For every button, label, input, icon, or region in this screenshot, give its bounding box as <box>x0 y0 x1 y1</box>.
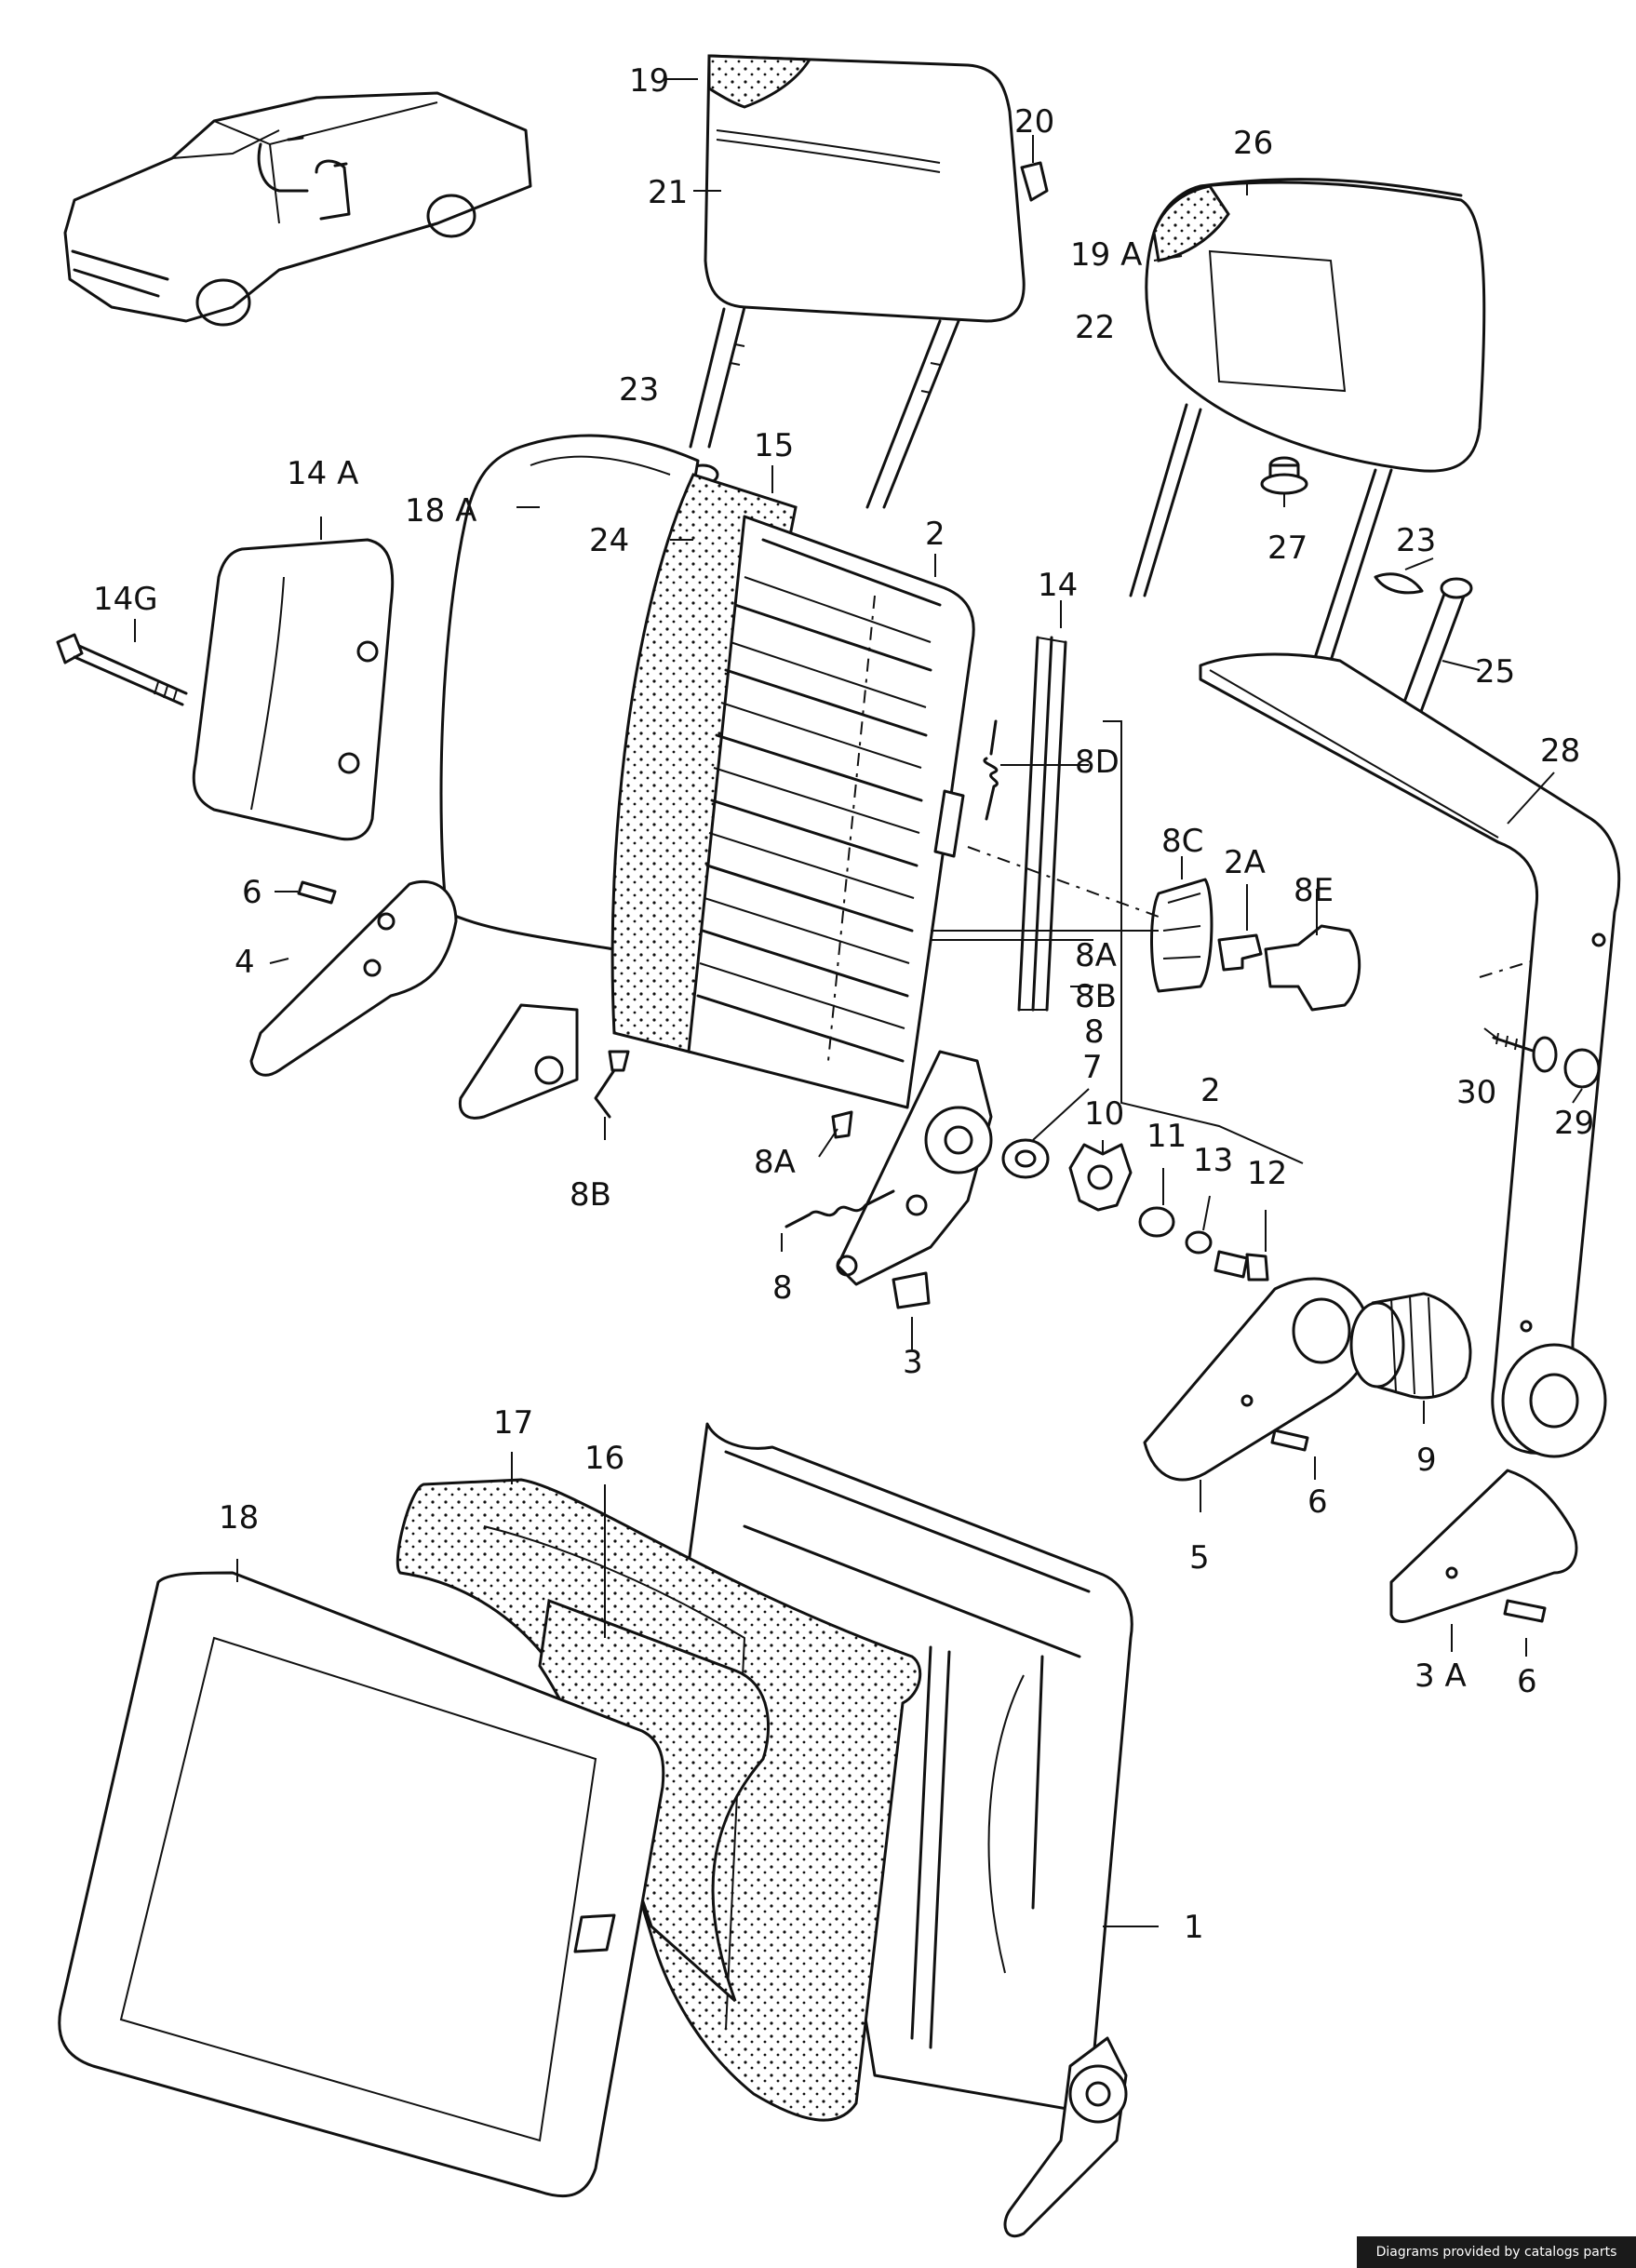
gear-10 <box>1068 1143 1133 1212</box>
label-8D: 8D <box>1075 744 1120 781</box>
label-8-upper: 8 <box>1084 1013 1105 1051</box>
clip-20 <box>1020 161 1049 202</box>
label-19A: 19 A <box>1070 236 1142 274</box>
headrest-21 <box>689 54 1026 509</box>
spring-8-lower <box>784 1189 895 1228</box>
pin-6a <box>297 880 337 905</box>
label-19: 19 <box>629 62 669 100</box>
label-6-bottom: 6 <box>1517 1663 1537 1700</box>
label-20: 20 <box>1014 103 1054 141</box>
cap-27 <box>1260 456 1308 495</box>
knob-9 <box>1349 1292 1472 1400</box>
label-16: 16 <box>584 1440 624 1477</box>
label-29: 29 <box>1554 1105 1594 1142</box>
label-13: 13 <box>1193 1142 1233 1179</box>
label-2-top: 2 <box>925 516 945 553</box>
label-14G: 14G <box>93 581 158 618</box>
label-23-left: 23 <box>619 371 659 409</box>
label-3A: 3 A <box>1415 1657 1467 1695</box>
pin-6c <box>1503 1599 1547 1623</box>
label-2-mid: 2 <box>1200 1072 1221 1109</box>
clip-8A-lower <box>831 1110 853 1139</box>
part-8C <box>1150 878 1214 993</box>
label-8C: 8C <box>1161 823 1203 860</box>
label-14A: 14 A <box>287 455 358 492</box>
hinge-lower-left <box>458 1003 579 1120</box>
label-6-mid: 6 <box>1307 1483 1328 1521</box>
backrest-frame-2 <box>687 515 975 1109</box>
bracket-3A <box>1389 1469 1578 1623</box>
label-26: 26 <box>1233 125 1273 162</box>
label-8-lower: 8 <box>772 1269 793 1307</box>
cover-5 <box>1143 1277 1371 1482</box>
lever-8E <box>1264 924 1361 1012</box>
label-22: 22 <box>1075 309 1115 346</box>
label-4: 4 <box>235 944 255 981</box>
seat-frame-1 <box>687 1422 1133 2237</box>
bracket-4 <box>249 879 458 1077</box>
label-8A-upper: 8A <box>1075 937 1117 974</box>
label-12: 12 <box>1247 1155 1287 1192</box>
label-8B-lower: 8B <box>570 1176 611 1214</box>
label-14: 14 <box>1038 567 1078 604</box>
label-18: 18 <box>219 1499 259 1537</box>
label-3: 3 <box>903 1344 923 1381</box>
clip-3 <box>892 1271 931 1309</box>
label-24: 24 <box>589 522 629 559</box>
label-27: 27 <box>1267 530 1307 567</box>
recliner-mechanism <box>836 1050 993 1286</box>
label-7: 7 <box>1082 1049 1103 1086</box>
label-5: 5 <box>1189 1539 1210 1577</box>
cover-14A <box>192 538 395 841</box>
label-23-right: 23 <box>1396 522 1436 559</box>
bolt-12 <box>1214 1250 1269 1282</box>
headrest-22 <box>1129 178 1486 663</box>
label-25: 25 <box>1475 653 1515 691</box>
label-28: 28 <box>1540 732 1580 770</box>
washer-7 <box>1001 1138 1050 1179</box>
spring-8D <box>983 719 999 821</box>
label-9: 9 <box>1416 1442 1437 1479</box>
label-17: 17 <box>493 1404 533 1442</box>
label-10: 10 <box>1084 1095 1124 1133</box>
diagram-credit: Diagrams provided by catalogs parts <box>1357 2236 1636 2268</box>
label-18A: 18 A <box>405 492 476 530</box>
label-1: 1 <box>1184 1909 1204 1946</box>
car-icon <box>63 91 532 327</box>
label-2A: 2A <box>1224 844 1266 881</box>
wire-14 <box>1017 636 1067 1012</box>
bolt-14G <box>56 633 188 706</box>
lock-washer-13 <box>1185 1230 1213 1255</box>
seat-cover-18 <box>58 1571 665 2198</box>
label-21: 21 <box>648 174 688 211</box>
label-8A-lower: 8A <box>754 1144 796 1181</box>
washer-11 <box>1138 1206 1175 1238</box>
pin-6b <box>1270 1429 1309 1452</box>
side-trim-28 <box>1199 652 1621 1458</box>
clip-8B-left <box>594 1050 630 1119</box>
label-11: 11 <box>1147 1118 1187 1155</box>
label-30: 30 <box>1456 1074 1496 1111</box>
part-2A <box>1217 933 1263 972</box>
leader-lines <box>134 78 1583 1927</box>
label-15: 15 <box>754 427 794 464</box>
label-8E: 8E <box>1294 872 1334 909</box>
label-6-top: 6 <box>242 874 262 911</box>
cap-29 <box>1563 1048 1601 1089</box>
part-labels: 19 21 20 26 19 A 22 27 23 23 25 28 15 18… <box>93 62 1594 1946</box>
label-8B-upper: 8B <box>1075 978 1117 1015</box>
